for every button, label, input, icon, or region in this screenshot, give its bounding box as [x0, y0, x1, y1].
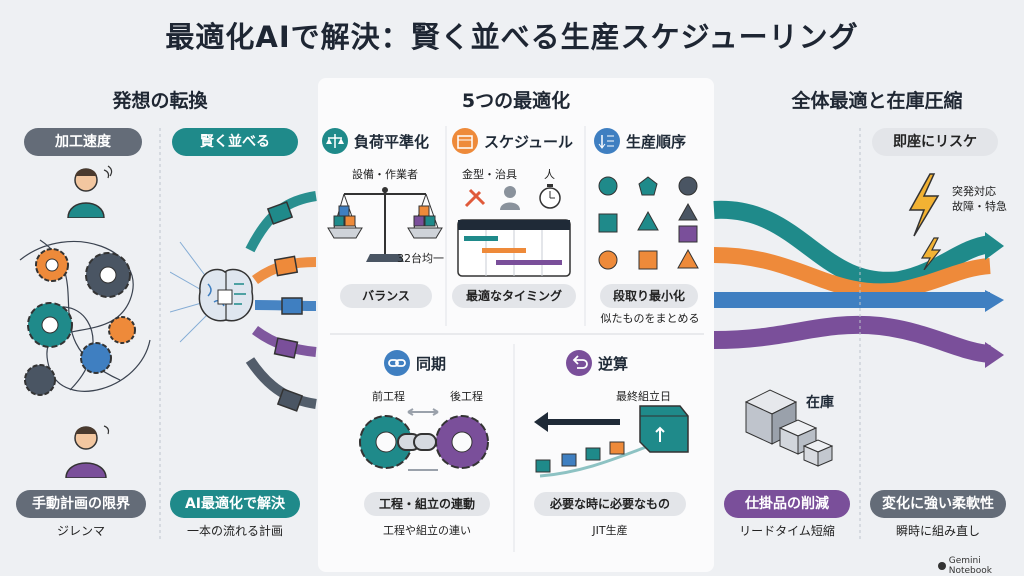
- thinking-person-icon: [65, 425, 110, 478]
- link-icon: [384, 350, 410, 376]
- shapes-grid-icon: [598, 176, 699, 270]
- backward-header: 逆算: [566, 350, 628, 376]
- sync-after: 後工程: [450, 390, 483, 403]
- sync-title: 同期: [416, 354, 447, 373]
- flex-caption: 瞬時に組み直し: [895, 524, 980, 538]
- ai-brain-icon: [170, 241, 254, 343]
- backward-deadline: 最終組立日: [616, 390, 671, 403]
- backward-pill: 必要な時に必要なもの: [534, 492, 686, 516]
- inventory-boxes-icon: [744, 389, 834, 467]
- wip-pill: 仕掛品の削減: [724, 490, 850, 518]
- linked-gears-icon: [359, 408, 489, 471]
- backward-title: 逆算: [598, 354, 629, 373]
- lightning-icon: [908, 173, 942, 270]
- undo-icon: [566, 350, 592, 376]
- limit-caption: ジレンマ: [56, 524, 105, 538]
- schedule-sub2: 人: [544, 168, 555, 181]
- tangled-gears-icon: [19, 239, 151, 396]
- load-note: 32台均一: [397, 252, 444, 265]
- brand-icon: [938, 562, 946, 570]
- speed-pill: 加工速度: [24, 128, 142, 156]
- footer-text: Gemini Notebook: [948, 556, 992, 576]
- order-header: 生産順序: [594, 128, 686, 154]
- right-heading: 全体最適と在庫圧縮: [791, 90, 963, 112]
- load-pill: バランス: [340, 284, 432, 308]
- schedule-pill: 最適なタイミング: [452, 284, 576, 308]
- footer-brand: Gemini Notebook: [938, 556, 1024, 576]
- gantt-chart-icon: [457, 219, 571, 277]
- ai-pill: AI最適化で解決: [170, 490, 300, 518]
- sort-icon: [594, 128, 620, 154]
- emergency-text: 突発対応 故障・特急: [952, 185, 1007, 213]
- fan-boxes: [266, 201, 304, 412]
- smart-pill: 賢く並べる: [172, 128, 298, 156]
- ai-caption: 一本の流れる計画: [186, 524, 283, 538]
- center-panel: [318, 78, 714, 572]
- worried-person-icon: [67, 165, 113, 218]
- tools-icons: [464, 184, 561, 210]
- schedule-title: スケジュール: [484, 132, 573, 151]
- sync-caption: 工程や組立の連い: [383, 524, 471, 537]
- flex-pill: 変化に強い柔軟性: [870, 490, 1006, 518]
- load-sub: 設備・作業者: [352, 168, 418, 181]
- page-title: 最適化AIで解決：賢く並べる生産スケジューリング: [165, 20, 859, 54]
- balance-scale-icon: [327, 187, 443, 262]
- load-header: 負荷平準化: [322, 128, 429, 154]
- calendar-icon: [452, 128, 478, 154]
- limit-pill: 手動計画の限界: [16, 490, 146, 518]
- left-heading: 発想の転換: [112, 90, 208, 112]
- order-caption: 似たものをまとめる: [600, 312, 700, 325]
- jit-flow-icon: [534, 405, 689, 478]
- scale-icon: [322, 128, 348, 154]
- sync-pill: 工程・組立の連動: [364, 492, 490, 516]
- sync-before: 前工程: [372, 390, 405, 403]
- order-title: 生産順序: [626, 132, 687, 151]
- inventory-label: 在庫: [806, 395, 834, 411]
- resched-pill: 即座にリスケ: [872, 128, 998, 156]
- backward-caption: JIT生産: [592, 524, 628, 537]
- order-pill: 段取り最小化: [600, 284, 698, 308]
- schedule-sub1: 金型・治具: [462, 168, 517, 181]
- sync-header: 同期: [384, 350, 446, 376]
- load-title: 負荷平準化: [354, 132, 430, 151]
- center-heading: 5つの最適化: [461, 90, 571, 112]
- wip-caption: リードタイム短縮: [739, 524, 835, 538]
- schedule-header: スケジュール: [452, 128, 573, 154]
